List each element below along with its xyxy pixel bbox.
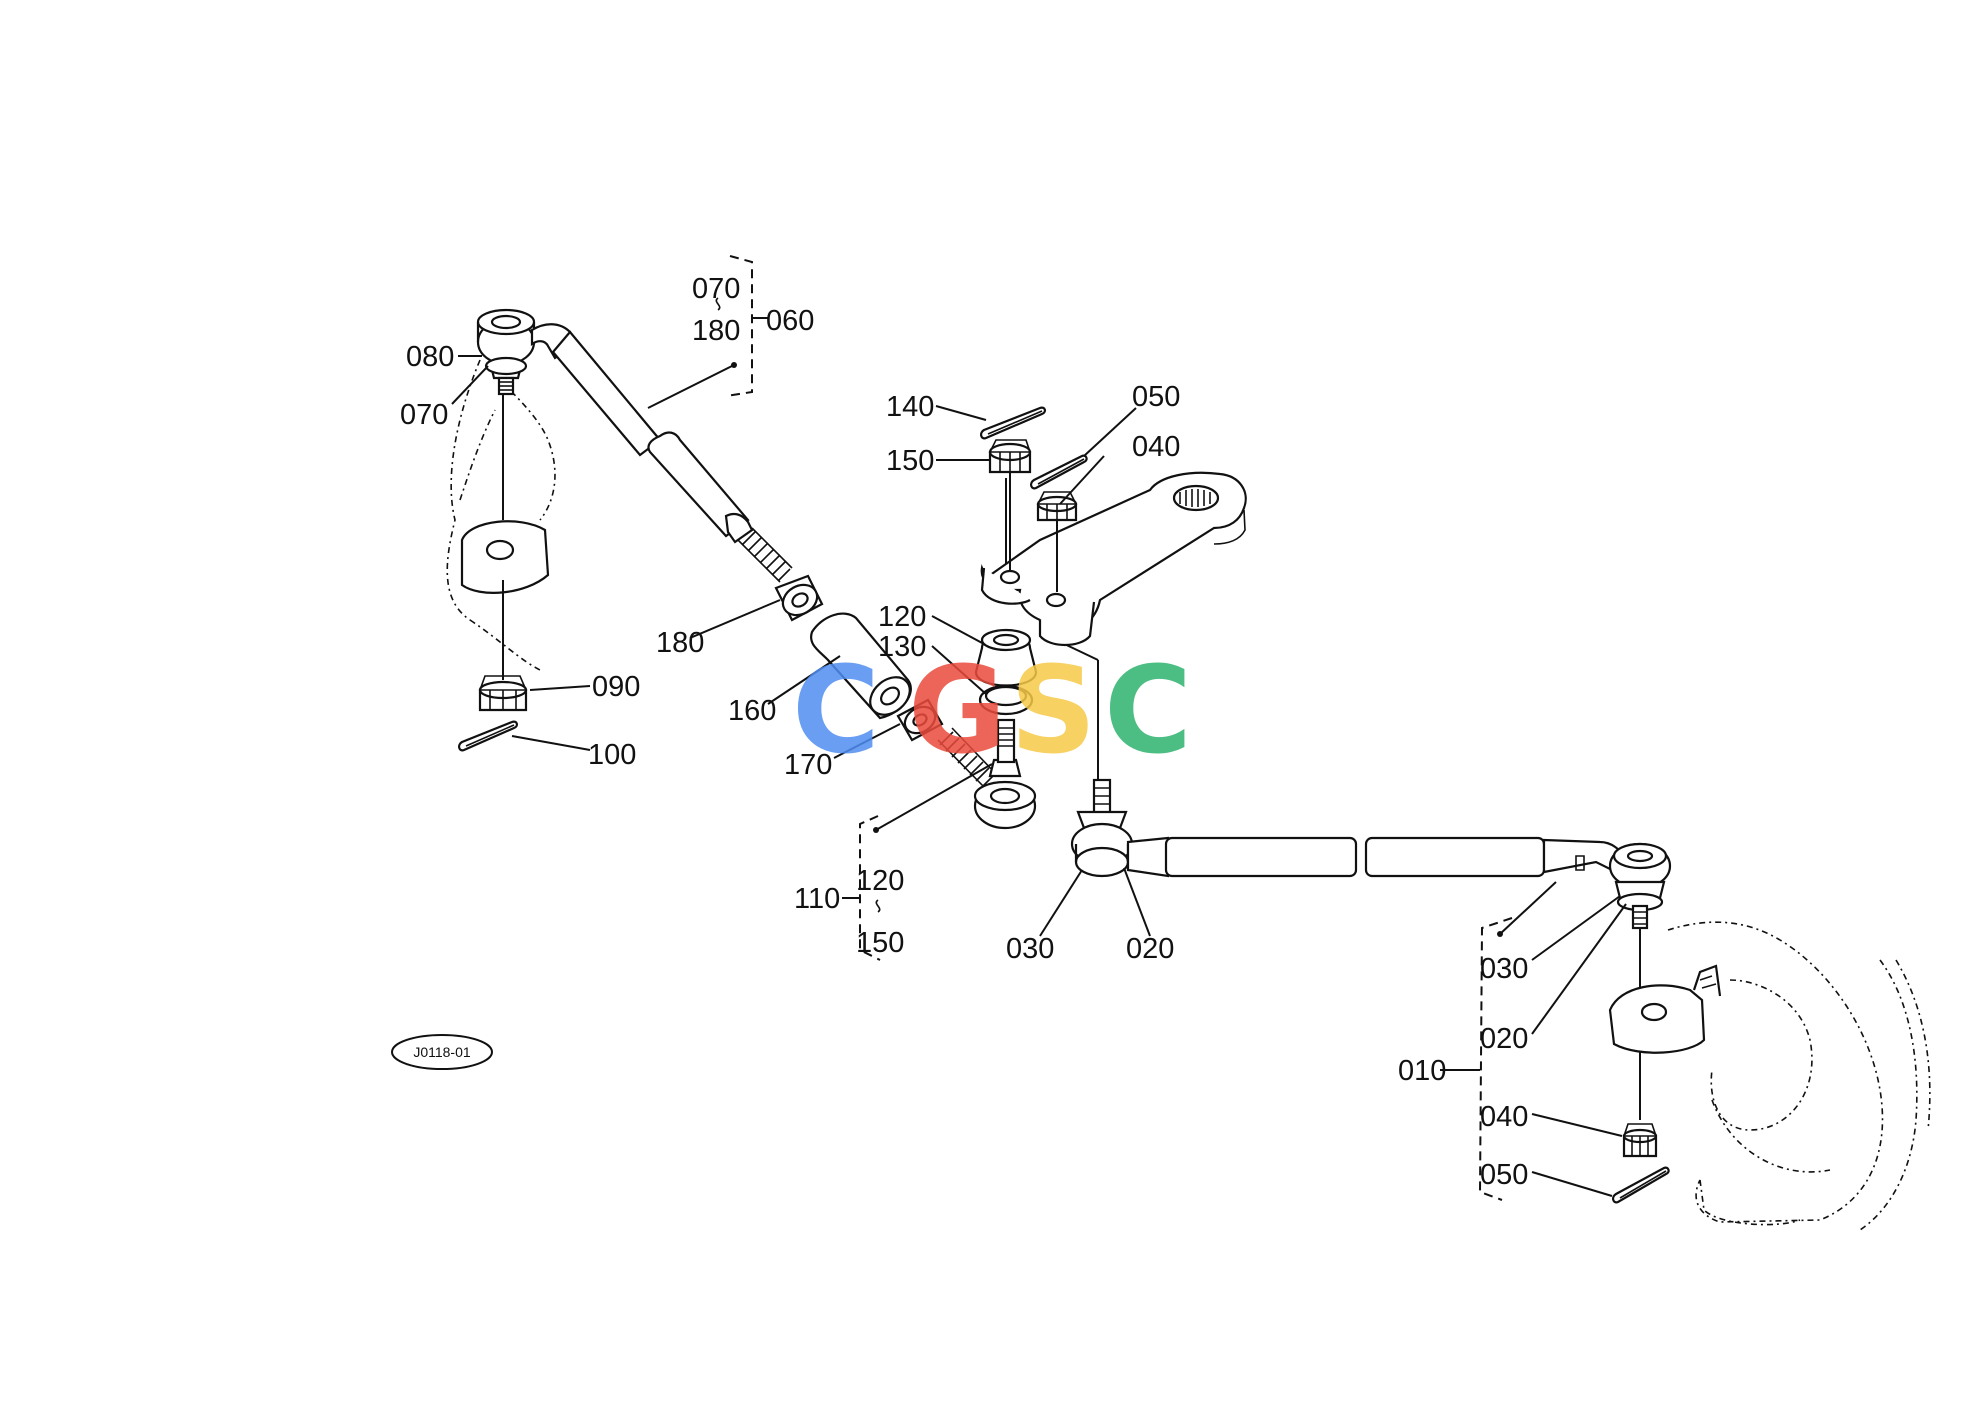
label-070-top: 070: [692, 273, 740, 305]
cotter-pin-140: [980, 406, 1046, 440]
label-100: 100: [588, 739, 636, 771]
label-020-right: 020: [1480, 1023, 1528, 1055]
label-010: 010: [1398, 1055, 1446, 1087]
watermark-letter-s: S: [1010, 642, 1096, 781]
bracket-010: [1478, 917, 1513, 1201]
lock-nut-180: [774, 574, 824, 622]
label-020-mid: 020: [1126, 933, 1174, 965]
label-050-top: 050: [1132, 381, 1180, 413]
castle-nut-040-right: [1622, 1123, 1658, 1158]
label-180-mid: 180: [656, 627, 704, 659]
leader-lines: [451, 297, 1627, 1197]
label-040-top: 040: [1132, 431, 1180, 463]
bracket-060: [725, 255, 753, 397]
right-knuckle: [1608, 921, 1931, 1231]
label-150-top: 150: [886, 445, 934, 477]
label-060: 060: [766, 305, 814, 337]
part-labels: 070 180 060 080 070 180 160 170 090 100 …: [400, 273, 1528, 1191]
castle-nut-040-top: [1036, 491, 1078, 592]
watermark-letter-c2: C: [1104, 642, 1192, 781]
label-180-top: 180: [692, 315, 740, 347]
label-130: 130: [878, 631, 926, 663]
castle-nut-090: [478, 675, 528, 712]
left-knuckle: [446, 359, 556, 671]
drag-link-010: [1070, 778, 1672, 1120]
sleeve-160: [810, 612, 912, 720]
label-090: 090: [592, 671, 640, 703]
pitman-arm: [980, 471, 1247, 647]
watermark: C G S C: [792, 642, 1192, 781]
label-050-right: 050: [1480, 1159, 1528, 1191]
label-030-mid: 030: [1006, 933, 1054, 965]
castle-nut-150: [988, 439, 1032, 570]
watermark-letter-g: G: [908, 642, 1007, 781]
label-120-low: 120: [856, 865, 904, 897]
label-040-right: 040: [1480, 1101, 1528, 1133]
lock-nut-170: [896, 698, 944, 742]
dust-boot-120: [974, 628, 1038, 687]
cotter-pin-050-right: [1612, 1166, 1670, 1204]
ring-130: [978, 684, 1034, 716]
label-120-mid: 120: [878, 601, 926, 633]
tie-rod-end-110: [937, 718, 1037, 830]
label-080: 080: [406, 341, 454, 373]
label-160: 160: [728, 695, 776, 727]
label-140: 140: [886, 391, 934, 423]
label-150-low: 150: [856, 927, 904, 959]
left-tie-rod: [476, 308, 793, 680]
cotter-pin-100: [458, 720, 518, 752]
label-030-right: 030: [1480, 953, 1528, 985]
label-070-left: 070: [400, 399, 448, 431]
figure-code-text: J0118-01: [413, 1044, 471, 1060]
label-170: 170: [784, 749, 832, 781]
thread-left: [737, 527, 793, 583]
figure-code: J0118-01: [391, 1034, 493, 1070]
watermark-letter-c1: C: [792, 642, 880, 781]
label-110: 110: [794, 883, 840, 915]
bracket-110: [859, 815, 881, 961]
